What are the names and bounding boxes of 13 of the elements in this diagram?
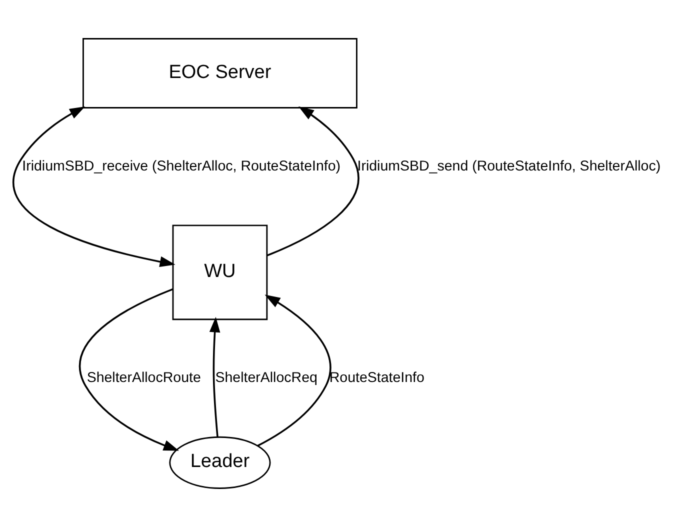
- edge-label: IridiumSBD_send (RouteStateInfo, ShelterAlloc): [357, 158, 661, 174]
- arrow: [12, 106, 176, 267]
- arrow: [78, 288, 179, 450]
- edge-label: ShelterAllocRoute: [86, 369, 201, 386]
- arrow: [257, 294, 332, 446]
- node-box: EOC Server: [82, 38, 358, 108]
- node-box: WU: [172, 224, 268, 320]
- node-ellipse: Leader: [169, 436, 271, 488]
- arrow: [266, 106, 360, 256]
- edge-label: RouteStateInfo: [329, 369, 424, 386]
- edge-label: ShelterAllocReq: [215, 369, 318, 386]
- edge-label: IridiumSBD_receive (ShelterAlloc, RouteStateInfo): [22, 158, 341, 174]
- arrow: [209, 316, 220, 437]
